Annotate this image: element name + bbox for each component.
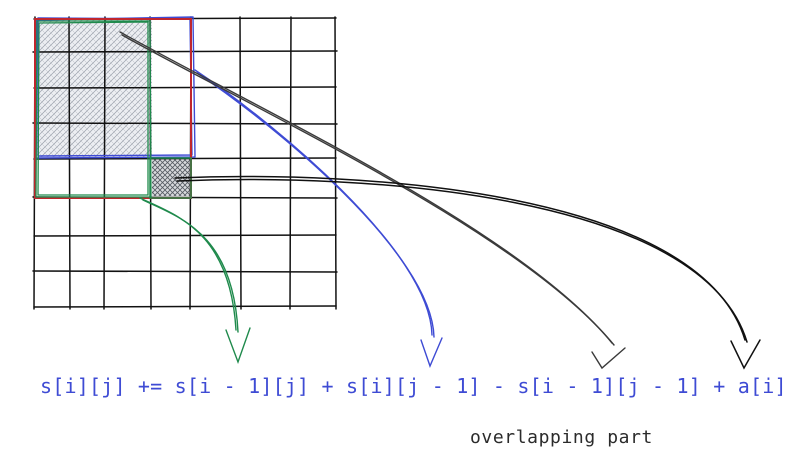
- overlapping-part-caption: overlapping part: [470, 427, 653, 448]
- overlap-arrow: [119, 31, 626, 370]
- green-region-outline: [35, 20, 152, 198]
- current-cell-arrow: [174, 175, 761, 370]
- blue-arrow: [194, 69, 443, 368]
- prefix-sum-formula: s[i][j] += s[i - 1][j] + s[i][j - 1] - s…: [40, 374, 791, 398]
- green-arrow: [139, 197, 251, 365]
